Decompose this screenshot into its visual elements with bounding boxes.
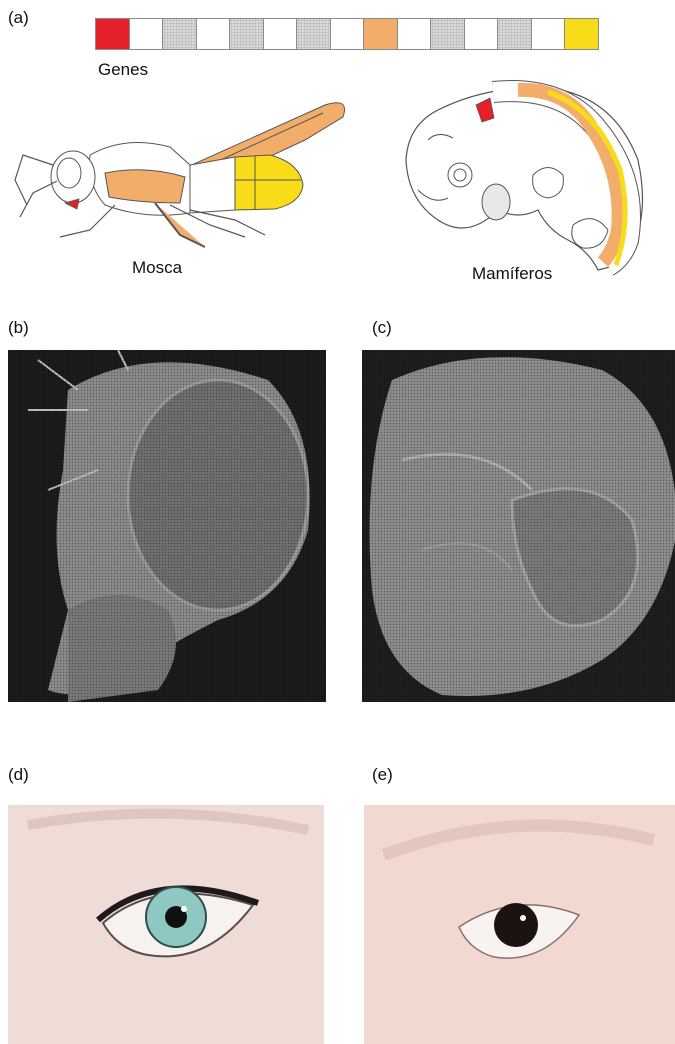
panel-label-e: (e) (372, 765, 393, 785)
panel-label-a: (a) (8, 8, 29, 28)
mammal-embryo-diagram (398, 80, 658, 280)
human-aniridia-eye-photo (364, 805, 675, 1044)
panel-label-d: (d) (8, 765, 29, 785)
gene-box-white (130, 19, 164, 49)
panel-label-c: (c) (372, 318, 392, 338)
mammal-label: Mamíferos (472, 264, 552, 284)
gene-box-white (331, 19, 365, 49)
gene-box-white (465, 19, 499, 49)
fly-mutant-eye-photo (362, 350, 675, 702)
gene-box-gray (431, 19, 465, 49)
genes-label: Genes (98, 60, 148, 80)
fly-label: Mosca (132, 258, 182, 278)
human-normal-eye-photo (8, 805, 324, 1044)
gene-box-gray (163, 19, 197, 49)
gene-box-white (264, 19, 298, 49)
gene-box-orange (364, 19, 398, 49)
gene-box-white (398, 19, 432, 49)
gene-box-gray (498, 19, 532, 49)
fly-diagram (5, 85, 345, 255)
gene-box-white (532, 19, 566, 49)
gene-box-red (96, 19, 130, 49)
gene-box-white (197, 19, 231, 49)
gene-box-gray (297, 19, 331, 49)
gene-box-yellow (565, 19, 598, 49)
panel-label-b: (b) (8, 318, 29, 338)
gene-cluster-bar (95, 18, 599, 50)
gene-box-gray (230, 19, 264, 49)
fly-normal-eye-photo (8, 350, 326, 702)
